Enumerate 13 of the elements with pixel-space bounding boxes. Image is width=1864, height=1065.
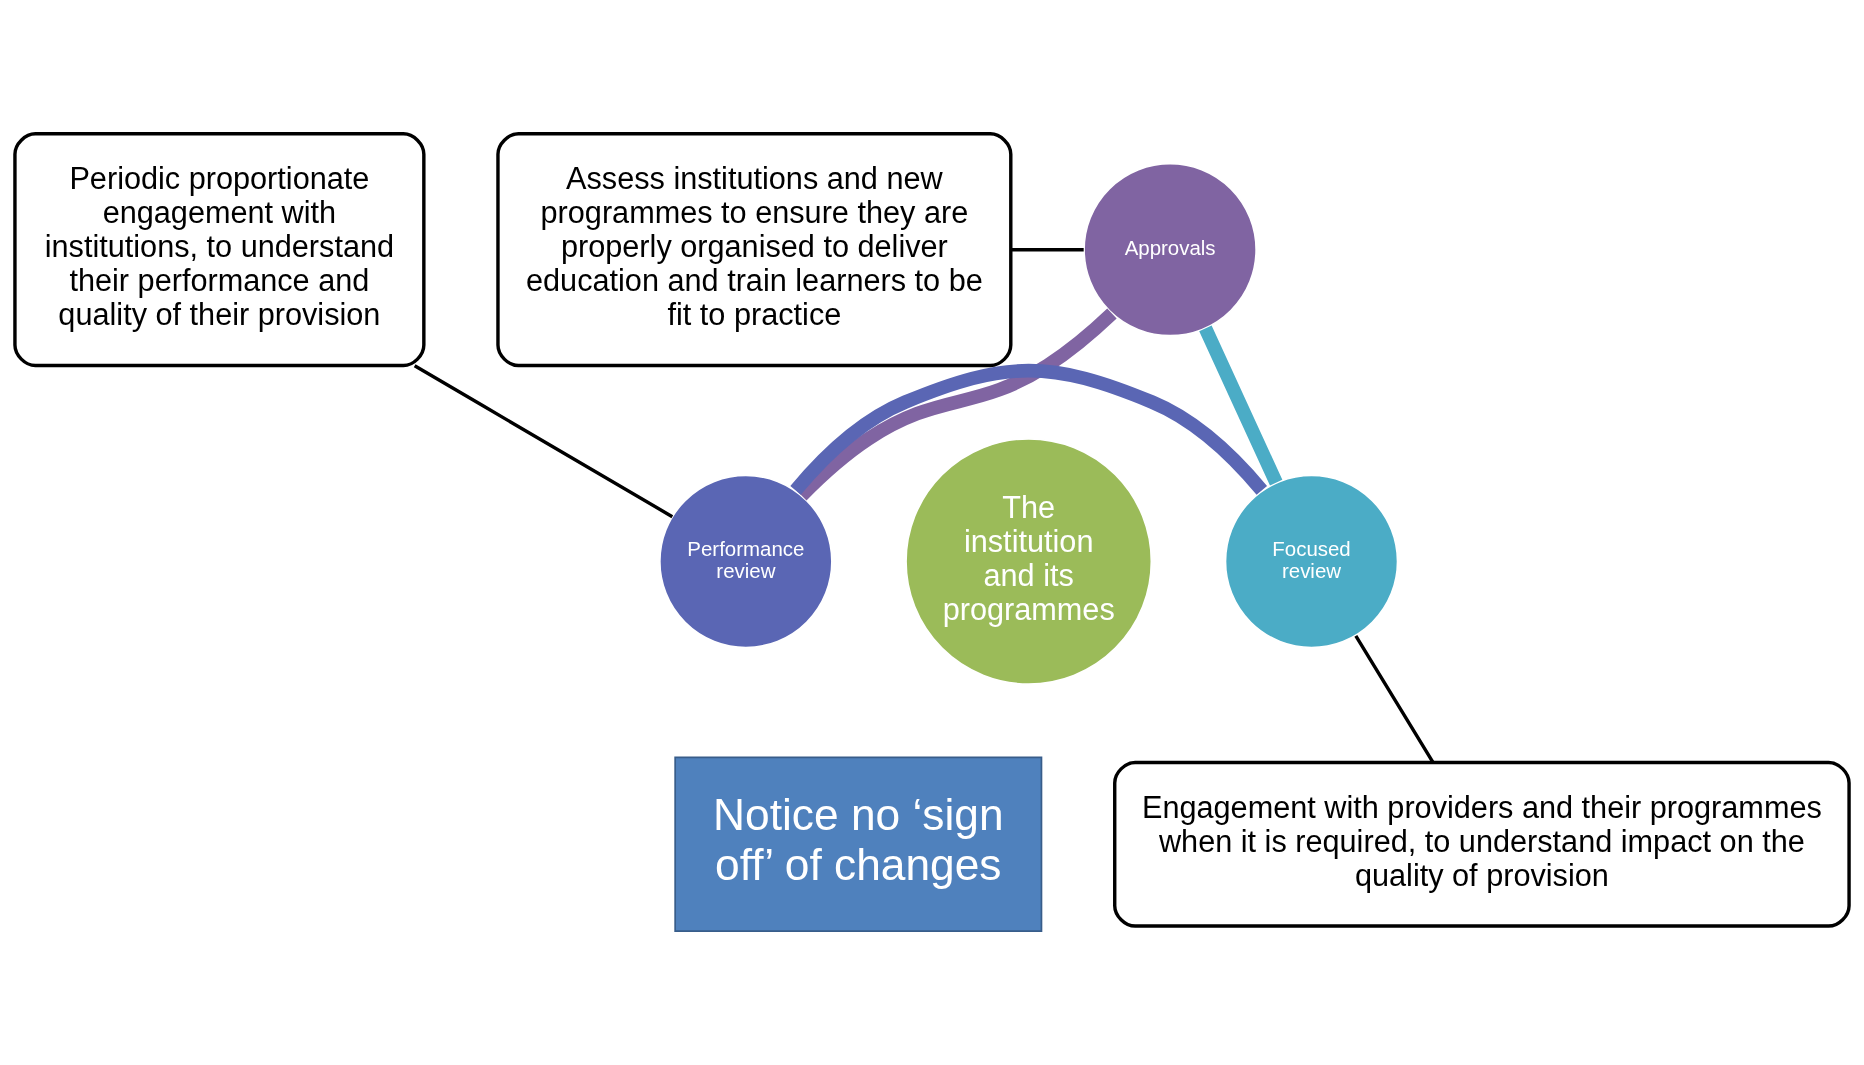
node-circle: The institution and its programmes [905,437,1153,685]
connector [1010,247,1084,252]
node-circle: Approvals [1083,162,1257,337]
node-circle: Performance review [658,474,833,649]
connector [1354,634,1435,764]
connector [413,364,674,519]
node-box: Assess institutions and new programmes to ensure they are properly organised to deliver education and train learners to be fit to practice [496,132,1013,368]
node-box: Engagement with providers and their programmes when it is required, to understand impact on the quality of provision [1113,760,1851,928]
connector [790,363,1267,495]
node-circle: Focused review [1224,474,1399,649]
node-box: Periodic proportionate engagement with institutions, to understand their performance and quality of their provision [13,132,426,368]
connector [1199,325,1283,486]
node-box: Notice no ‘sign off’ of changes [674,756,1043,933]
